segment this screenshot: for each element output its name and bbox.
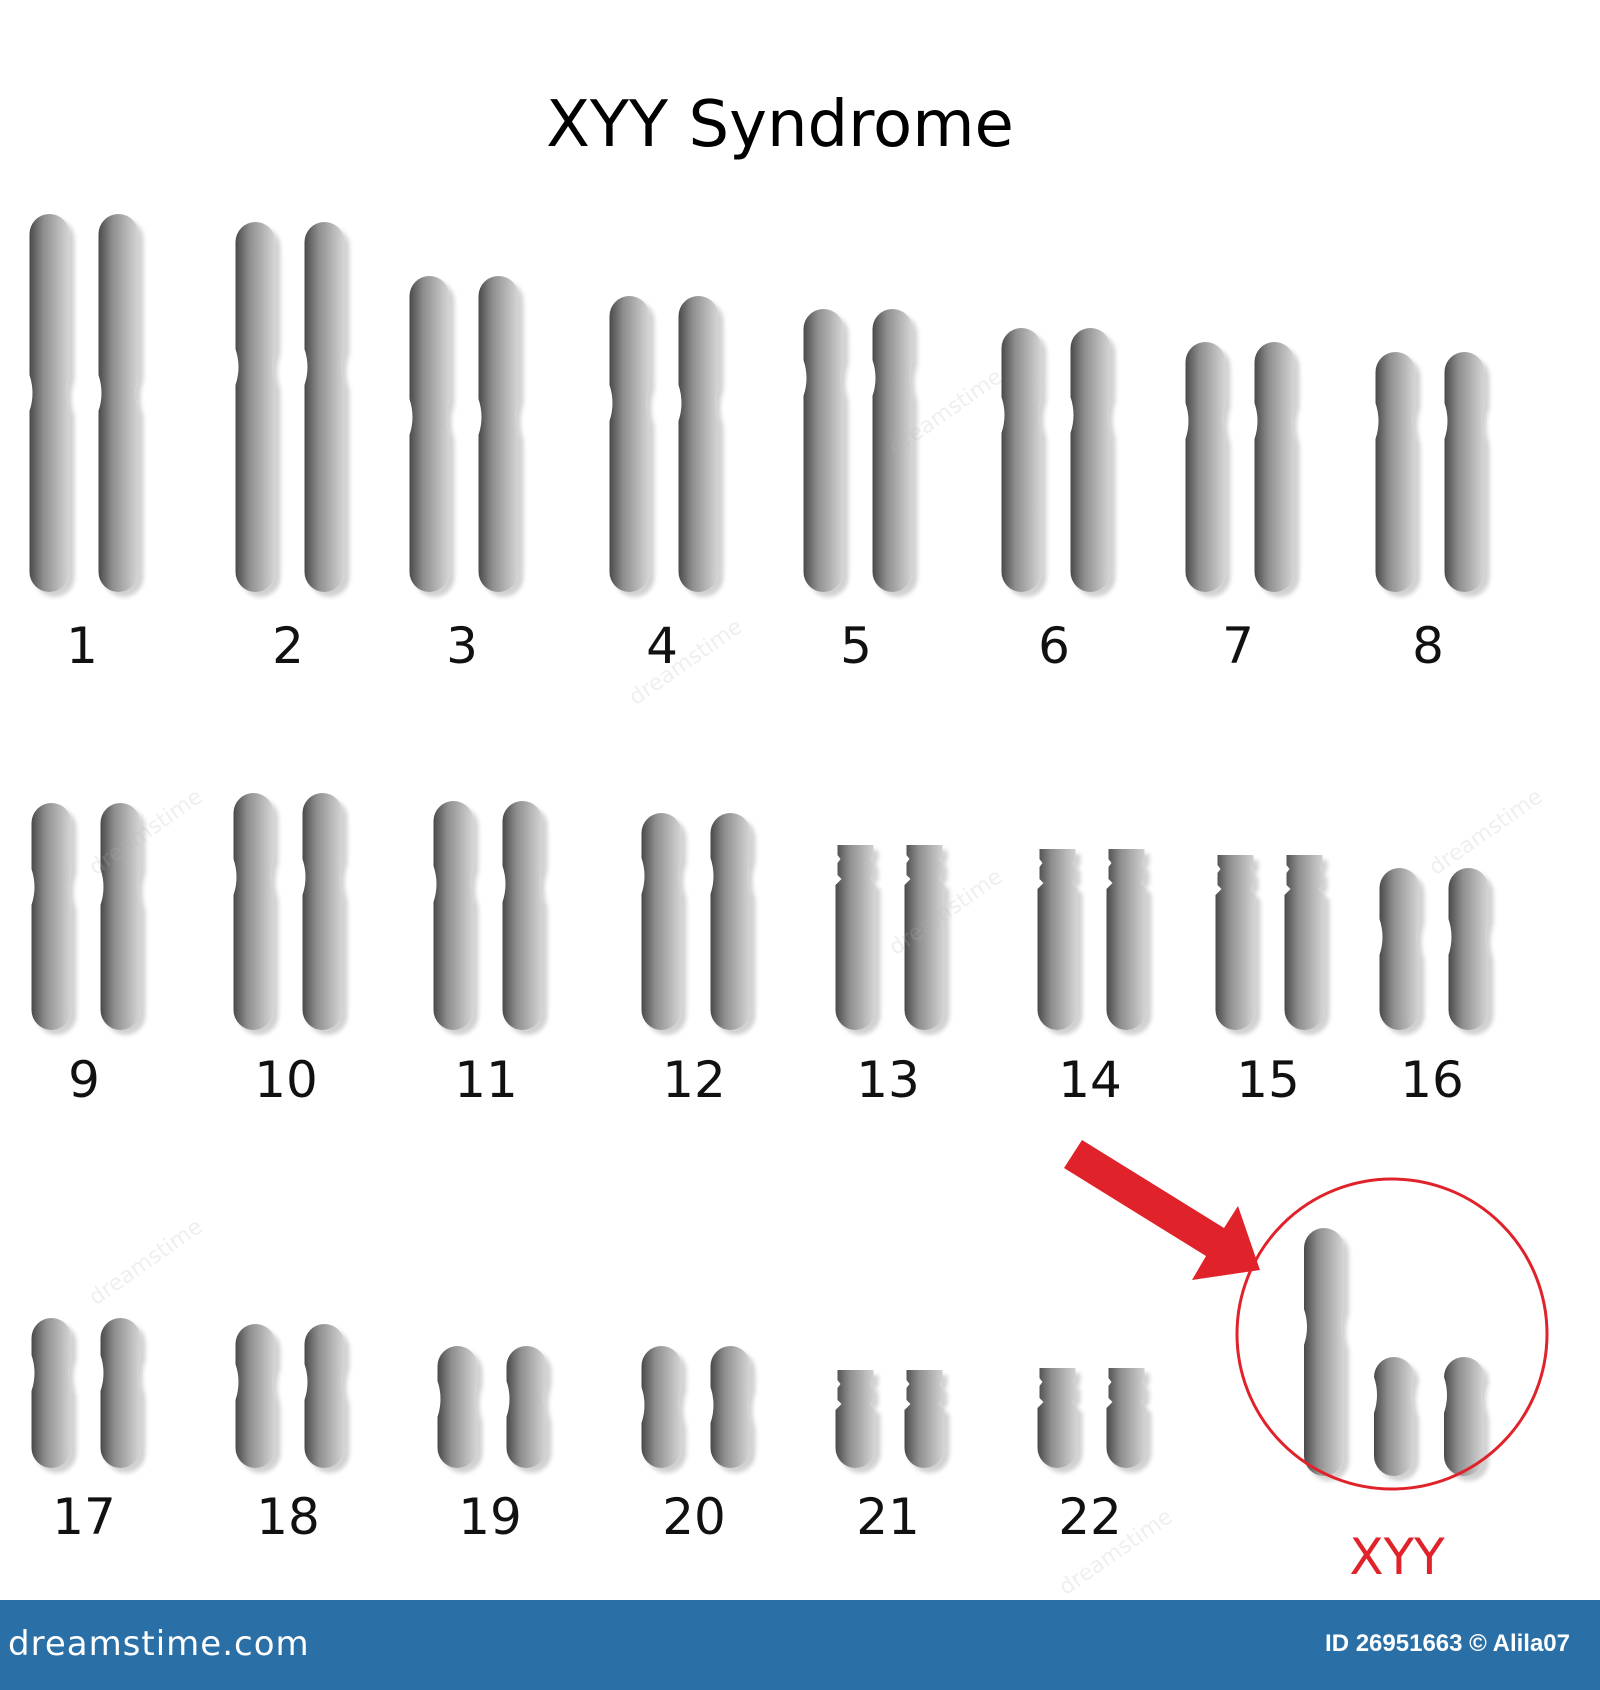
chromosome-21-b: [904, 1370, 945, 1468]
footer-image-id: ID 26951663 © Alila07: [1325, 1630, 1570, 1657]
chromosome-8-b: [1444, 352, 1485, 592]
arrow-icon: [1064, 1140, 1260, 1280]
chromosome-15-a: [1215, 855, 1256, 1030]
chromosome-9-b: [100, 803, 141, 1030]
chromosome-x: [1304, 1228, 1344, 1476]
chromosome-14-b: [1106, 849, 1147, 1030]
pair-label-5: 5: [840, 617, 872, 675]
chromosome-12-b: [710, 813, 751, 1030]
pair-label-21: 21: [856, 1488, 920, 1546]
chromosome-5-a: [803, 309, 844, 592]
chromosome-21-a: [835, 1370, 876, 1468]
chromosome-4-a: [609, 296, 650, 592]
highlight-circle: [1235, 1177, 1549, 1491]
pair-label-18: 18: [256, 1488, 320, 1546]
chromosome-1-a: [29, 214, 70, 592]
pair-label-19: 19: [458, 1488, 522, 1546]
chromosome-19-a: [437, 1346, 478, 1468]
chromosome-13-a: [835, 845, 876, 1030]
chromosome-17-b: [100, 1318, 141, 1468]
footer-logo[interactable]: dreamstime.com: [8, 1624, 310, 1664]
chromosome-16-b: [1448, 868, 1489, 1030]
chromosome-20-b: [710, 1346, 751, 1468]
pair-label-2: 2: [272, 617, 304, 675]
pair-label-7: 7: [1222, 617, 1254, 675]
pair-label-13: 13: [856, 1051, 920, 1109]
pair-label-4: 4: [646, 617, 678, 675]
chromosome-7-b: [1254, 342, 1295, 592]
chromosome-19-b: [506, 1346, 547, 1468]
pair-label-8: 8: [1412, 617, 1444, 675]
chromosome-18-b: [304, 1324, 345, 1468]
chromosome-y-2: [1444, 1357, 1484, 1476]
pair-label-20: 20: [662, 1488, 726, 1546]
chromosome-7-a: [1185, 342, 1226, 592]
pair-label-6: 6: [1038, 617, 1070, 675]
pair-label-22: 22: [1058, 1488, 1122, 1546]
chromosome-13-b: [904, 845, 945, 1030]
pair-label-10: 10: [254, 1051, 318, 1109]
chromosome-15-b: [1284, 855, 1325, 1030]
chromosome-2-b: [304, 222, 345, 592]
chromosome-18-a: [235, 1324, 276, 1468]
chromosome-6-b: [1070, 328, 1111, 592]
chromosome-y-1: [1374, 1357, 1414, 1476]
pair-label-1: 1: [66, 617, 98, 675]
chromosome-6-a: [1001, 328, 1042, 592]
footer-bar: dreamstime.com ID 26951663 © Alila07: [0, 1600, 1600, 1690]
pair-label-12: 12: [662, 1051, 726, 1109]
chromosome-20-a: [641, 1346, 682, 1468]
chromosome-10-a: [233, 793, 274, 1030]
chromosome-10-b: [302, 793, 343, 1030]
pair-label-11: 11: [454, 1051, 518, 1109]
xyy-label: XYY: [1349, 1528, 1445, 1586]
chromosome-16-a: [1379, 868, 1420, 1030]
pair-label-3: 3: [446, 617, 478, 675]
chromosome-5-b: [872, 309, 913, 592]
chromosome-1-b: [98, 214, 139, 592]
chromosome-22-a: [1037, 1368, 1078, 1468]
pair-label-15: 15: [1236, 1051, 1300, 1109]
chromosome-14-a: [1037, 849, 1078, 1030]
pair-label-14: 14: [1058, 1051, 1122, 1109]
chromosome-22-b: [1106, 1368, 1147, 1468]
pair-label-17: 17: [52, 1488, 116, 1546]
pair-label-9: 9: [68, 1051, 100, 1109]
chromosome-11-a: [433, 801, 474, 1030]
chromosome-12-a: [641, 813, 682, 1030]
chromosome-3-b: [478, 276, 519, 592]
chromosome-9-a: [31, 803, 72, 1030]
chromosome-11-b: [502, 801, 543, 1030]
chromosome-canvas: [29, 214, 1549, 1491]
chromosome-4-b: [678, 296, 719, 592]
diagram-title: XYY Syndrome: [546, 88, 1014, 162]
chromosome-2-a: [235, 222, 276, 592]
chromosome-17-a: [31, 1318, 72, 1468]
pair-label-16: 16: [1400, 1051, 1464, 1109]
chromosome-8-a: [1375, 352, 1416, 592]
chromosome-3-a: [409, 276, 450, 592]
